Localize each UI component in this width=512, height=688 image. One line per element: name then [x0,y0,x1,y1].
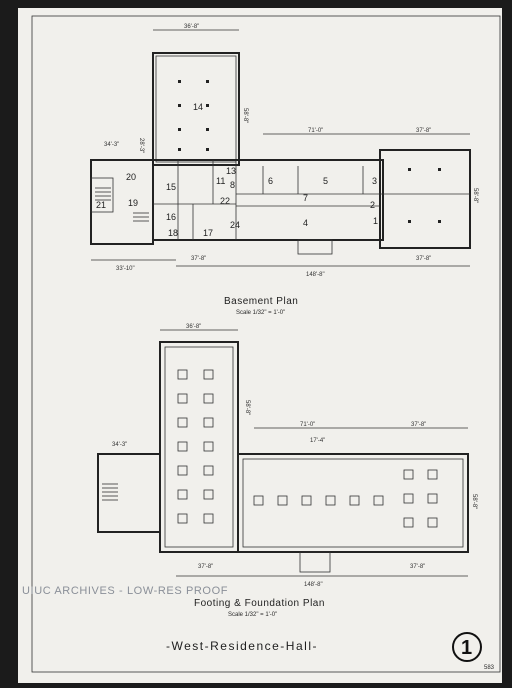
dim-right-top: 37'-8" [416,128,431,134]
room-21-label: 21 [96,200,106,210]
room-2-label: 2 [370,200,375,210]
foundation-main-inner [242,458,464,548]
basement-stair [95,187,149,222]
f-dim-lower-right: 37'-8" [410,564,425,570]
room-20-label: 20 [126,172,136,182]
room-4-label: 4 [303,218,308,228]
basement-room-14-outline [152,52,240,166]
sheet-number-circle [452,632,482,662]
room-14-label: 14 [193,102,203,112]
basement-room-14-inner [155,55,237,163]
sheet-title: -West-Residence-Hall- [166,639,318,653]
room-18-label: 18 [168,228,178,238]
foundation-wing-outline [159,341,239,553]
room-13-label: 13 [226,166,236,176]
foundation-wing-inner [164,346,234,548]
basement-main-body [152,159,384,241]
dim-lower-mid: 37'-8" [191,256,206,262]
dim-lower-left: 33'-10" [116,266,135,272]
foundation-plan-title: Footing & Foundation Plan [194,598,325,609]
archive-watermark: UIUC ARCHIVES - LOW-RES PROOF [22,585,228,597]
foundation-plan: 36'-8" 58'-8" 71'-0" 17'-4" 37'-8" 58'-8… [97,324,477,618]
basement-room-21 [90,177,114,213]
f-dim-inner: 17'-4" [310,438,325,444]
f-dim-top-wing: 36'-8" [186,324,201,330]
room-5-label: 5 [323,176,328,186]
foundation-stair [102,483,118,501]
dim-top-wing: 36'-8" [184,24,199,30]
f-dim-right-side: 58'-8" [471,494,477,509]
f-dim-middle: 71'-0" [300,422,315,428]
basement-right-block [379,149,471,249]
architectural-drawing: 14 1 2 3 4 5 6 7 8 13 11 15 16 17 18 19 … [22,15,501,673]
dim-middle: 71'-0" [308,128,323,134]
foundation-entry-porch [299,551,331,573]
foundation-footings [177,369,438,528]
room-1-label: 1 [373,216,378,226]
room-6-label: 6 [268,176,273,186]
dim-left-side: 28'-3" [138,138,144,153]
room-16-label: 16 [166,212,176,222]
room-17-label: 17 [203,228,213,238]
dim-lower-total: 148'-8" [306,272,325,278]
foundation-plan-scale: Scale 1/32" = 1'-0" [228,612,277,618]
room-24-label: 24 [230,220,240,230]
room-7-label: 7 [303,193,308,203]
foundation-left-annex [97,453,161,533]
f-dim-left-top: 34'-3" [112,442,127,448]
room-8-label: 8 [230,180,235,190]
room-11-label: 11 [216,176,225,186]
basement-plan-scale: Scale 1/32" = 1'-0" [236,310,285,316]
basement-plan-title: Basement Plan [224,296,298,307]
sheet-number: 1 [461,637,472,659]
f-dim-lower-mid: 37'-8" [198,564,213,570]
sheet-code: 583 [484,665,495,671]
f-dim-right-top: 37'-8" [411,422,426,428]
drawing-sheet: 14 1 2 3 4 5 6 7 8 13 11 15 16 17 18 19 … [18,8,502,683]
basement-entry-porch [297,239,333,255]
foundation-main-body [237,453,469,553]
basement-piers [178,80,441,223]
dim-wing-side: 58'-8" [242,108,248,123]
f-dim-wing-side: 58'-8" [244,400,250,415]
basement-plan: 14 1 2 3 4 5 6 7 8 13 11 15 16 17 18 19 … [90,24,478,316]
f-dim-lower-total: 148'-8" [304,582,323,588]
room-19-label: 19 [128,198,138,208]
sheet-border [31,15,501,673]
dim-lower-right: 37'-8" [416,256,431,262]
room-3-label: 3 [372,176,377,186]
room-22-label: 22 [220,196,230,206]
room-15-label: 15 [166,182,176,192]
dim-left-top: 34'-3" [104,142,119,148]
dim-right-side: 58'-8" [472,188,478,203]
